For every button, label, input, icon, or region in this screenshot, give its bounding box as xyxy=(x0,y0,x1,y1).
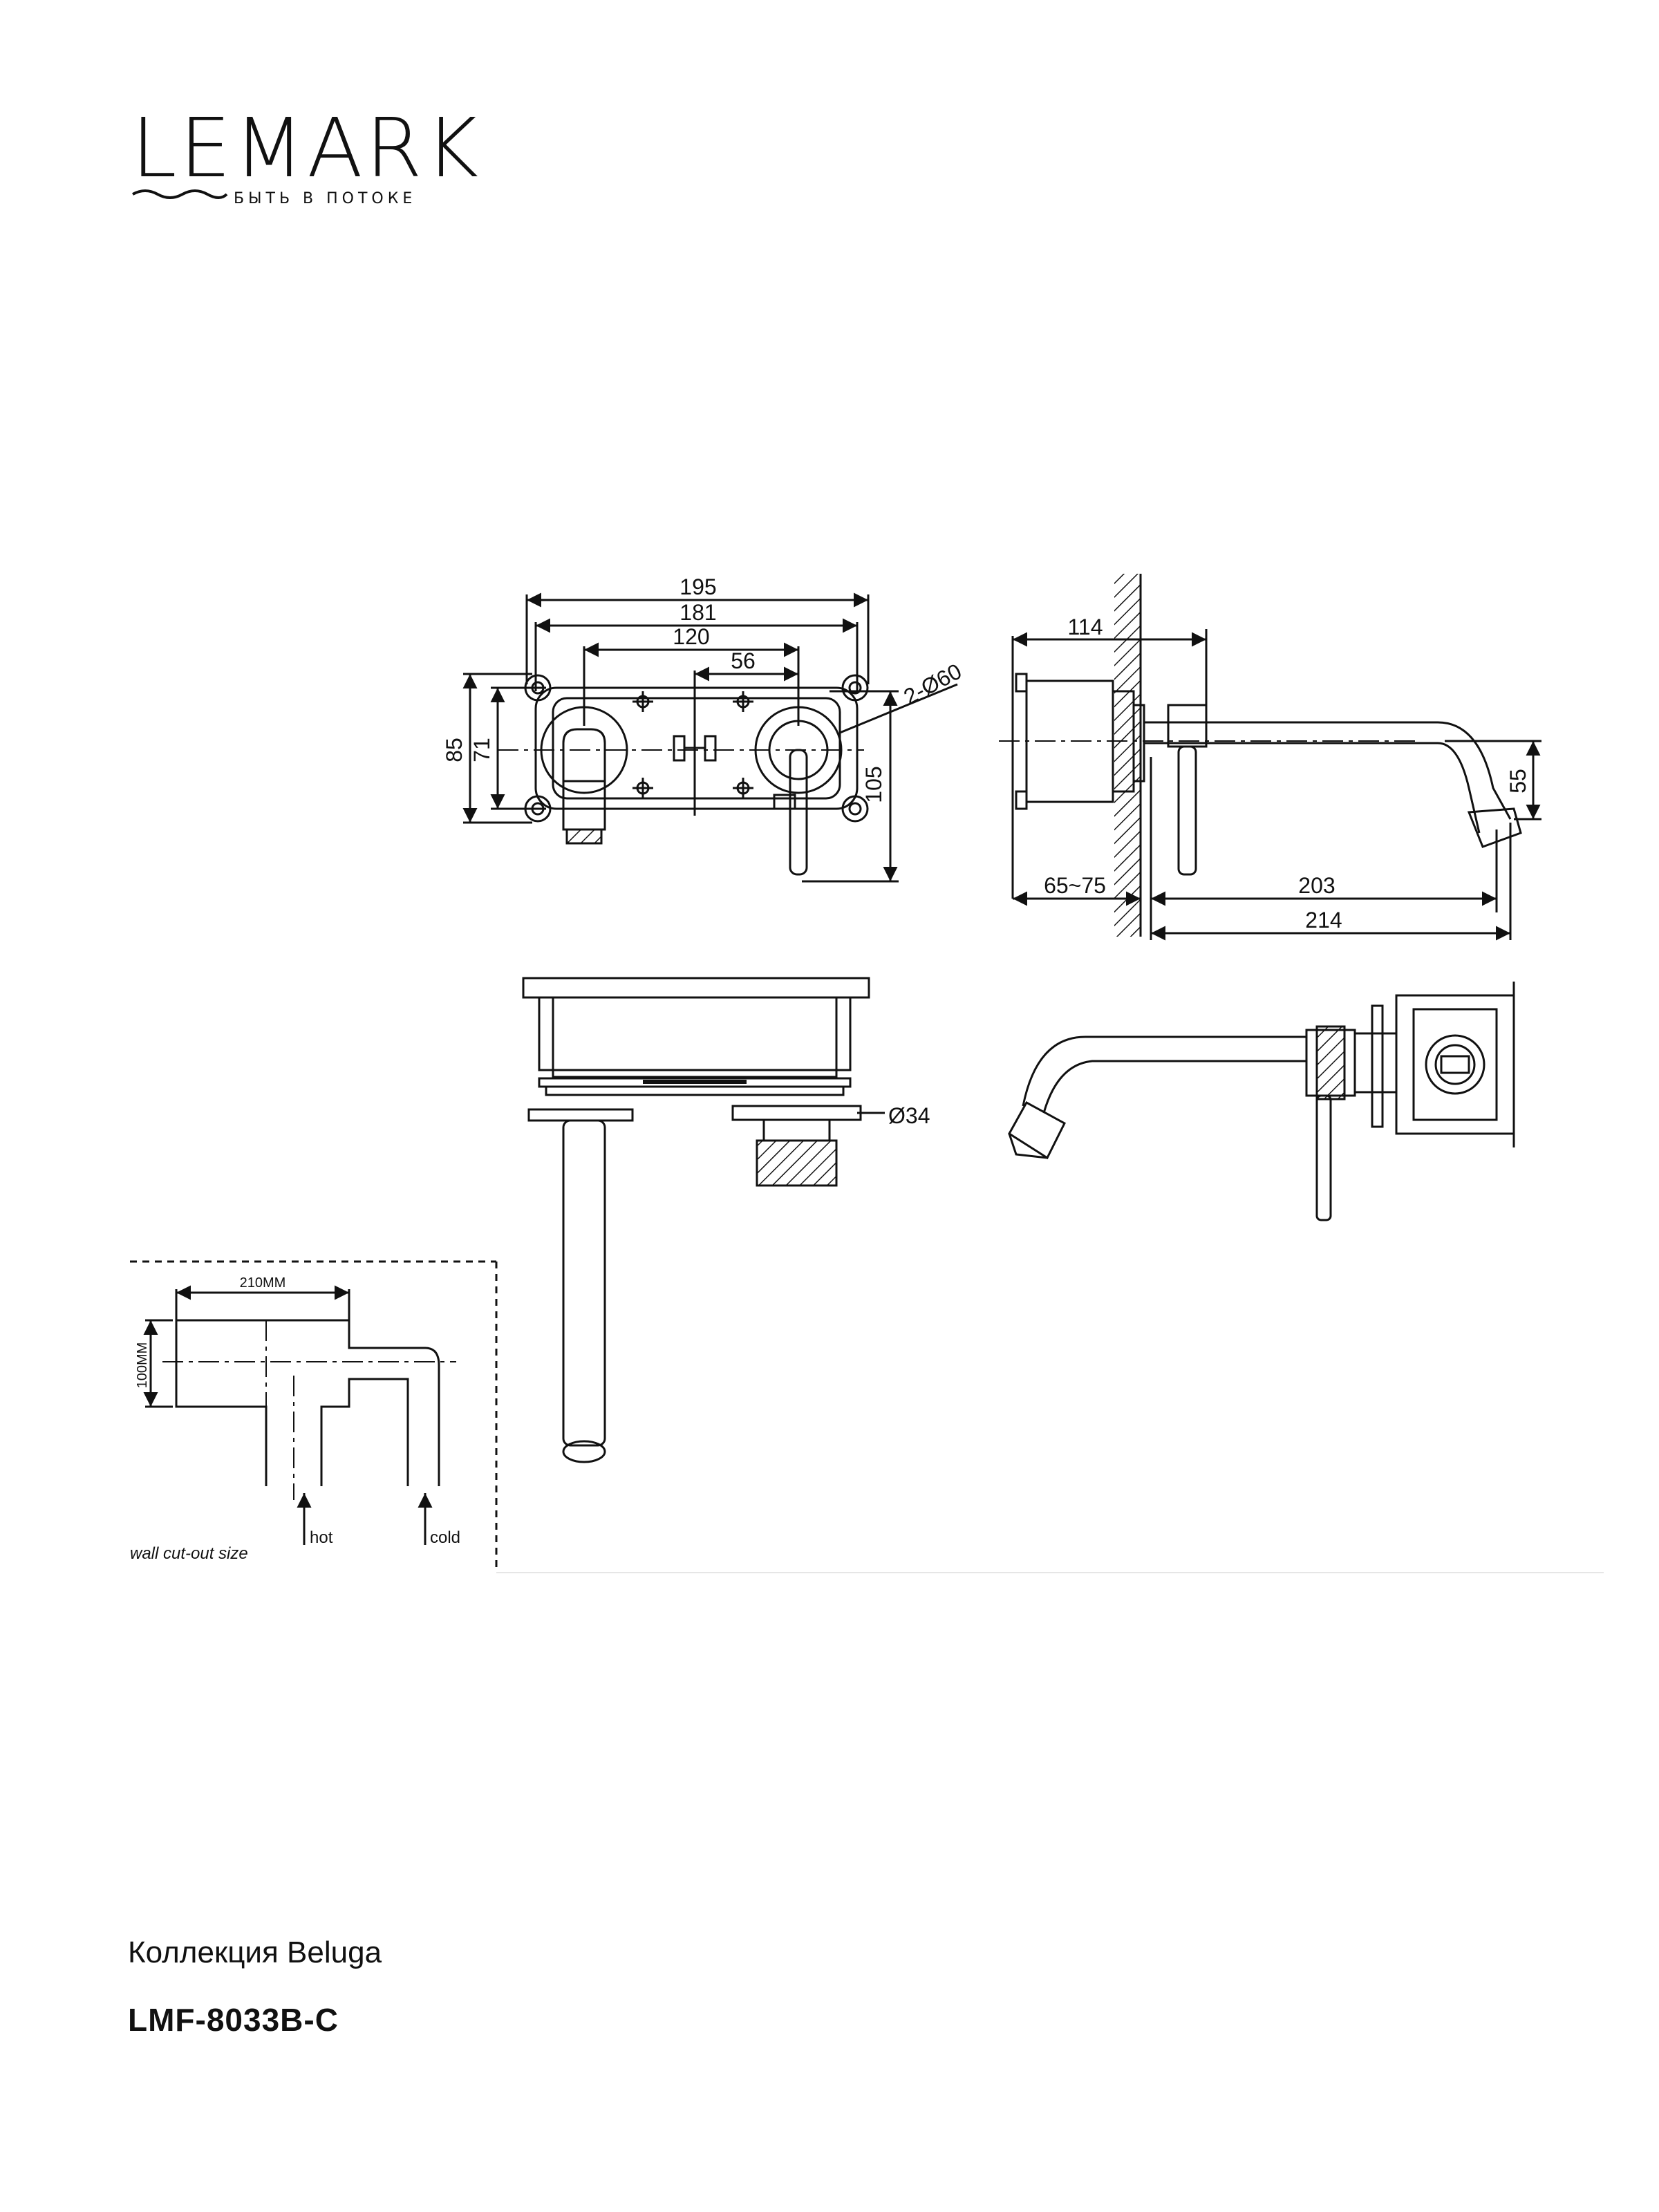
dim-195: 195 xyxy=(679,574,716,599)
side-view xyxy=(999,574,1541,941)
dim-114: 114 xyxy=(1067,615,1103,639)
model-number: LMF-8033B-C xyxy=(128,2002,339,2038)
dim-181: 181 xyxy=(679,600,716,625)
cutout-hot-label: hot xyxy=(310,1528,333,1547)
logo-wordmark: LEMARK xyxy=(131,100,482,196)
brand-logo: LEMARK БЫТЬ В ПОТОКЕ xyxy=(131,107,478,218)
dim-71: 71 xyxy=(469,738,494,762)
cutout-height: 100MM xyxy=(135,1342,150,1389)
cutout-cold-label: cold xyxy=(430,1528,460,1547)
cutout-width: 210MM xyxy=(240,1275,286,1291)
perspective-view xyxy=(1008,982,1515,1221)
front-view xyxy=(462,592,958,883)
logo-tagline: БЫТЬ В ПОТОКЕ xyxy=(234,190,417,207)
wall-cutout-diagram xyxy=(130,1260,498,1573)
dim-34: Ø34 xyxy=(888,1103,930,1128)
dim-56: 56 xyxy=(731,648,756,673)
dim-65-75: 65~75 xyxy=(1044,873,1106,898)
top-view xyxy=(522,977,885,1463)
dim-2x60: 2-Ø60 xyxy=(899,659,965,710)
dim-85: 85 xyxy=(442,738,467,762)
dim-203: 203 xyxy=(1298,873,1335,898)
collection-name: Коллекция Beluga xyxy=(128,1936,382,1969)
dim-214: 214 xyxy=(1305,908,1342,932)
logo-wave-icon xyxy=(132,189,228,199)
dim-55: 55 xyxy=(1506,769,1530,794)
cutout-caption: wall cut-out size xyxy=(130,1544,248,1563)
dim-120: 120 xyxy=(673,624,709,649)
dim-105: 105 xyxy=(861,766,886,803)
